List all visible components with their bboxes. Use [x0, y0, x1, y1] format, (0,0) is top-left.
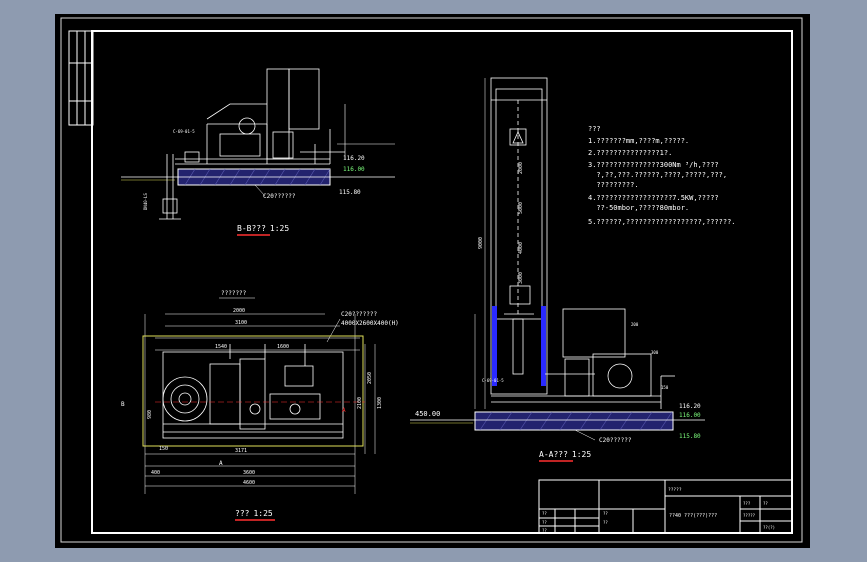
plan-dim-bottom-1: 3171 — [235, 448, 247, 454]
drawing-canvas[interactable]: C-69-01-5 DN40-LS 116.20 116.00 115.80 C… — [55, 14, 810, 548]
notes-heading: ??? — [588, 125, 601, 133]
aa-title: A-A???1:25 — [539, 450, 591, 459]
plan-title: ???1:25 — [235, 509, 273, 518]
aa-tower-mark-2: 4000 — [518, 242, 524, 254]
aa-elev-left: 450.00 — [415, 410, 440, 418]
plan-foundation-outline — [142, 335, 364, 447]
plan-equipment — [162, 344, 344, 439]
plan-marker-a-2: A — [219, 460, 223, 467]
title-block-grid — [538, 479, 793, 534]
aa-height-dim: 9000 — [478, 237, 484, 249]
aa-small-dim-1: 150 — [661, 385, 669, 390]
aa-blue-right — [541, 306, 546, 386]
title-block-cell-4: ?? — [542, 528, 547, 533]
aa-unit — [491, 308, 675, 409]
title-block-cell-2: ?? — [542, 511, 547, 516]
notes-line-5: ?????????. — [588, 181, 639, 189]
notes-line-3: 3.???????????????300Nm ³/h,???? — [588, 161, 719, 169]
sheet-border-outer — [60, 17, 803, 543]
bb-foundation-note: C20?????? — [263, 193, 296, 200]
notes-line-6: 4.??????????????????7.5KW,????? — [588, 194, 719, 202]
title-block-cell-5: ?? — [603, 511, 608, 516]
plan-dim-bottom-2: 400 — [151, 470, 160, 476]
notes-line-2: 2.???????????????1?. — [588, 149, 672, 157]
drawing-viewport[interactable]: C-69-01-5 DN40-LS 116.20 116.00 115.80 C… — [55, 14, 810, 548]
plan-marker-a: A — [342, 407, 346, 414]
bb-elev-mid: 116.00 — [343, 166, 365, 173]
plan-dim-top-3: 1540 — [215, 344, 227, 350]
aa-elev-low: 115.80 — [679, 433, 701, 440]
title-block-cell-3: ?? — [542, 520, 547, 525]
notes-line-1: 1.???????mm,????m,?????. — [588, 137, 689, 145]
aa-small-dim-2: 300 — [651, 350, 659, 355]
title-block-drawing-name: ??40 ???(???)??? — [669, 513, 717, 519]
aa-small-dim-3: 200 — [631, 322, 639, 327]
aa-foundation — [474, 411, 674, 431]
aa-foundation-note: C20?????? — [599, 437, 632, 444]
title-block-cell-7: ??? — [743, 501, 751, 506]
plan-foundation-size: 4000X2600X400(H) — [341, 320, 399, 327]
title-block-cell-1: ????? — [668, 487, 682, 493]
aa-tower-mark-3: 3000 — [518, 272, 524, 284]
view-aa[interactable]: 9000 5000 4000 3000 2000 C-69-01-5 150 3… — [410, 77, 705, 462]
aa-elev-top: 116.20 — [679, 403, 701, 410]
title-block-cell-10: ??(?) — [763, 525, 775, 530]
bb-equip-tag: C-69-01-5 — [173, 129, 195, 134]
notes-line-4: ?,??,???.??????,????,?????,???, — [588, 171, 727, 179]
plan-top-label: ??????? — [221, 290, 247, 297]
aa-equip-tag: C-69-01-5 — [482, 378, 504, 383]
bb-equipment — [159, 68, 345, 220]
plan-dim-left-1: 980 — [147, 410, 153, 419]
plan-dim-top-2: 3100 — [235, 320, 247, 326]
title-block-cell-6: ?? — [603, 520, 608, 525]
bb-pipe-tag: DN40-LS — [143, 193, 148, 210]
plan-view[interactable]: ??????? C20??????? 4000X2600X400(H) — [121, 290, 399, 521]
aa-foundation-hatch — [479, 411, 673, 431]
plan-dim-left-2: 150 — [159, 446, 168, 452]
notes-line-7: ??-50mbor,?????80mbor. — [588, 204, 689, 212]
aa-tower — [490, 77, 548, 395]
title-block-cell-8: ?? — [763, 501, 768, 506]
revision-strip — [68, 30, 94, 126]
aa-tower-mark-1: 5000 — [518, 202, 524, 214]
sheet-border-inner — [91, 30, 793, 534]
plan-dim-right-3: 2100 — [357, 397, 363, 409]
plan-dim-top-1: 2000 — [233, 308, 245, 314]
plan-marker-b: B — [121, 401, 125, 408]
notes-line-8: 5.??????,??????????????????,??????. — [588, 218, 736, 226]
title-block[interactable]: ????? ?? ?? ?? ?? ?? ??? ?? ????? ??(?) … — [538, 479, 793, 534]
plan-dim-lines — [144, 313, 376, 494]
bb-title: B-B???1:25 — [237, 224, 289, 233]
view-bb[interactable]: C-69-01-5 DN40-LS 116.20 116.00 115.80 C… — [121, 68, 395, 236]
aa-blue-left — [492, 306, 497, 386]
bb-elev-top: 116.20 — [343, 155, 365, 162]
aa-elev-mid: 116.00 — [679, 412, 701, 419]
title-block-cell-9: ????? — [743, 513, 756, 518]
plan-foundation-note: C20??????? — [341, 311, 378, 318]
plan-dim-bottom-4: 4600 — [243, 480, 255, 486]
plan-dim-top-4: 1600 — [277, 344, 289, 350]
plan-dim-right-2: 1300 — [377, 397, 383, 409]
bb-elev-low: 115.80 — [339, 189, 361, 196]
aa-tower-mark-4: 2000 — [518, 162, 524, 174]
technical-notes[interactable]: ??? 1.???????mm,????m,?????. 2.?????????… — [588, 125, 736, 226]
plan-dim-bottom-3: 3600 — [243, 470, 255, 476]
plan-dim-right-1: 2050 — [367, 372, 373, 384]
